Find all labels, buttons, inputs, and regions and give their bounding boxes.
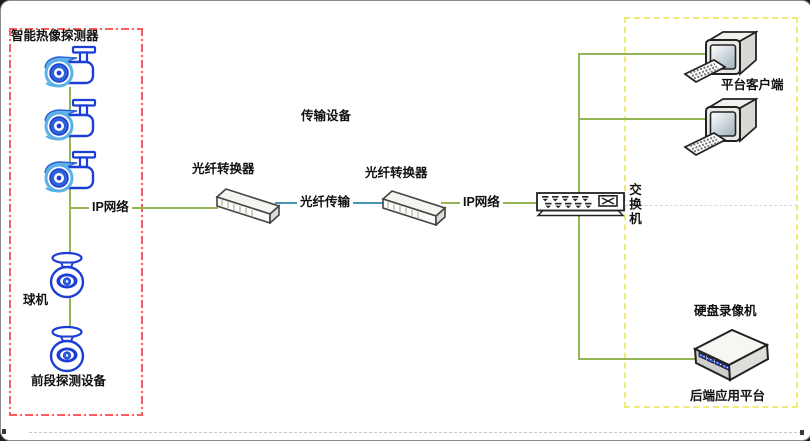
bullet-camera-icon	[35, 45, 97, 91]
dvr-box-icon	[692, 328, 770, 386]
network-switch-icon	[536, 192, 626, 219]
transmission-caption: 传输设备	[301, 109, 352, 123]
dvr-link	[579, 358, 697, 360]
back-region-box	[624, 17, 798, 408]
dvr-caption: 硬盘录像机	[694, 304, 757, 318]
ip-back-link-label: IP网络	[460, 195, 503, 209]
ip-front-link	[70, 207, 218, 209]
dome-camera-label: 球机	[23, 293, 49, 307]
dome-camera-icon	[47, 325, 87, 375]
keyboard-icon	[682, 57, 728, 85]
client1-link	[579, 53, 712, 55]
converter-right-label: 光纤转换器	[365, 166, 428, 180]
fiber-converter-icon	[381, 186, 447, 226]
keyboard-icon	[682, 130, 728, 158]
front-region-caption: 前段探测设备	[31, 374, 107, 388]
desktop-monitor-icon	[704, 96, 758, 144]
converter-left-label: 光纤转换器	[192, 162, 255, 176]
fiber-link-label: 光纤传输	[297, 195, 354, 209]
bullet-camera-icon	[35, 98, 97, 144]
bullet-camera-icon	[35, 150, 97, 196]
fiber-converter-icon	[215, 184, 281, 224]
clients-caption: 平台客户端	[721, 78, 784, 92]
platform-caption: 后端应用平台	[690, 389, 766, 403]
front-vertical-link	[69, 87, 71, 331]
back-region-divider	[625, 205, 797, 206]
front-region-title: 智能热像探测器	[11, 29, 99, 43]
page-boundary-line	[29, 432, 802, 433]
corner-mark-left	[2, 429, 6, 434]
switch-label: 交换机	[627, 183, 641, 227]
ip-front-link-label: IP网络	[89, 200, 132, 214]
corner-mark-right	[800, 430, 804, 435]
dome-camera-icon	[47, 251, 87, 301]
client2-link	[579, 118, 709, 120]
